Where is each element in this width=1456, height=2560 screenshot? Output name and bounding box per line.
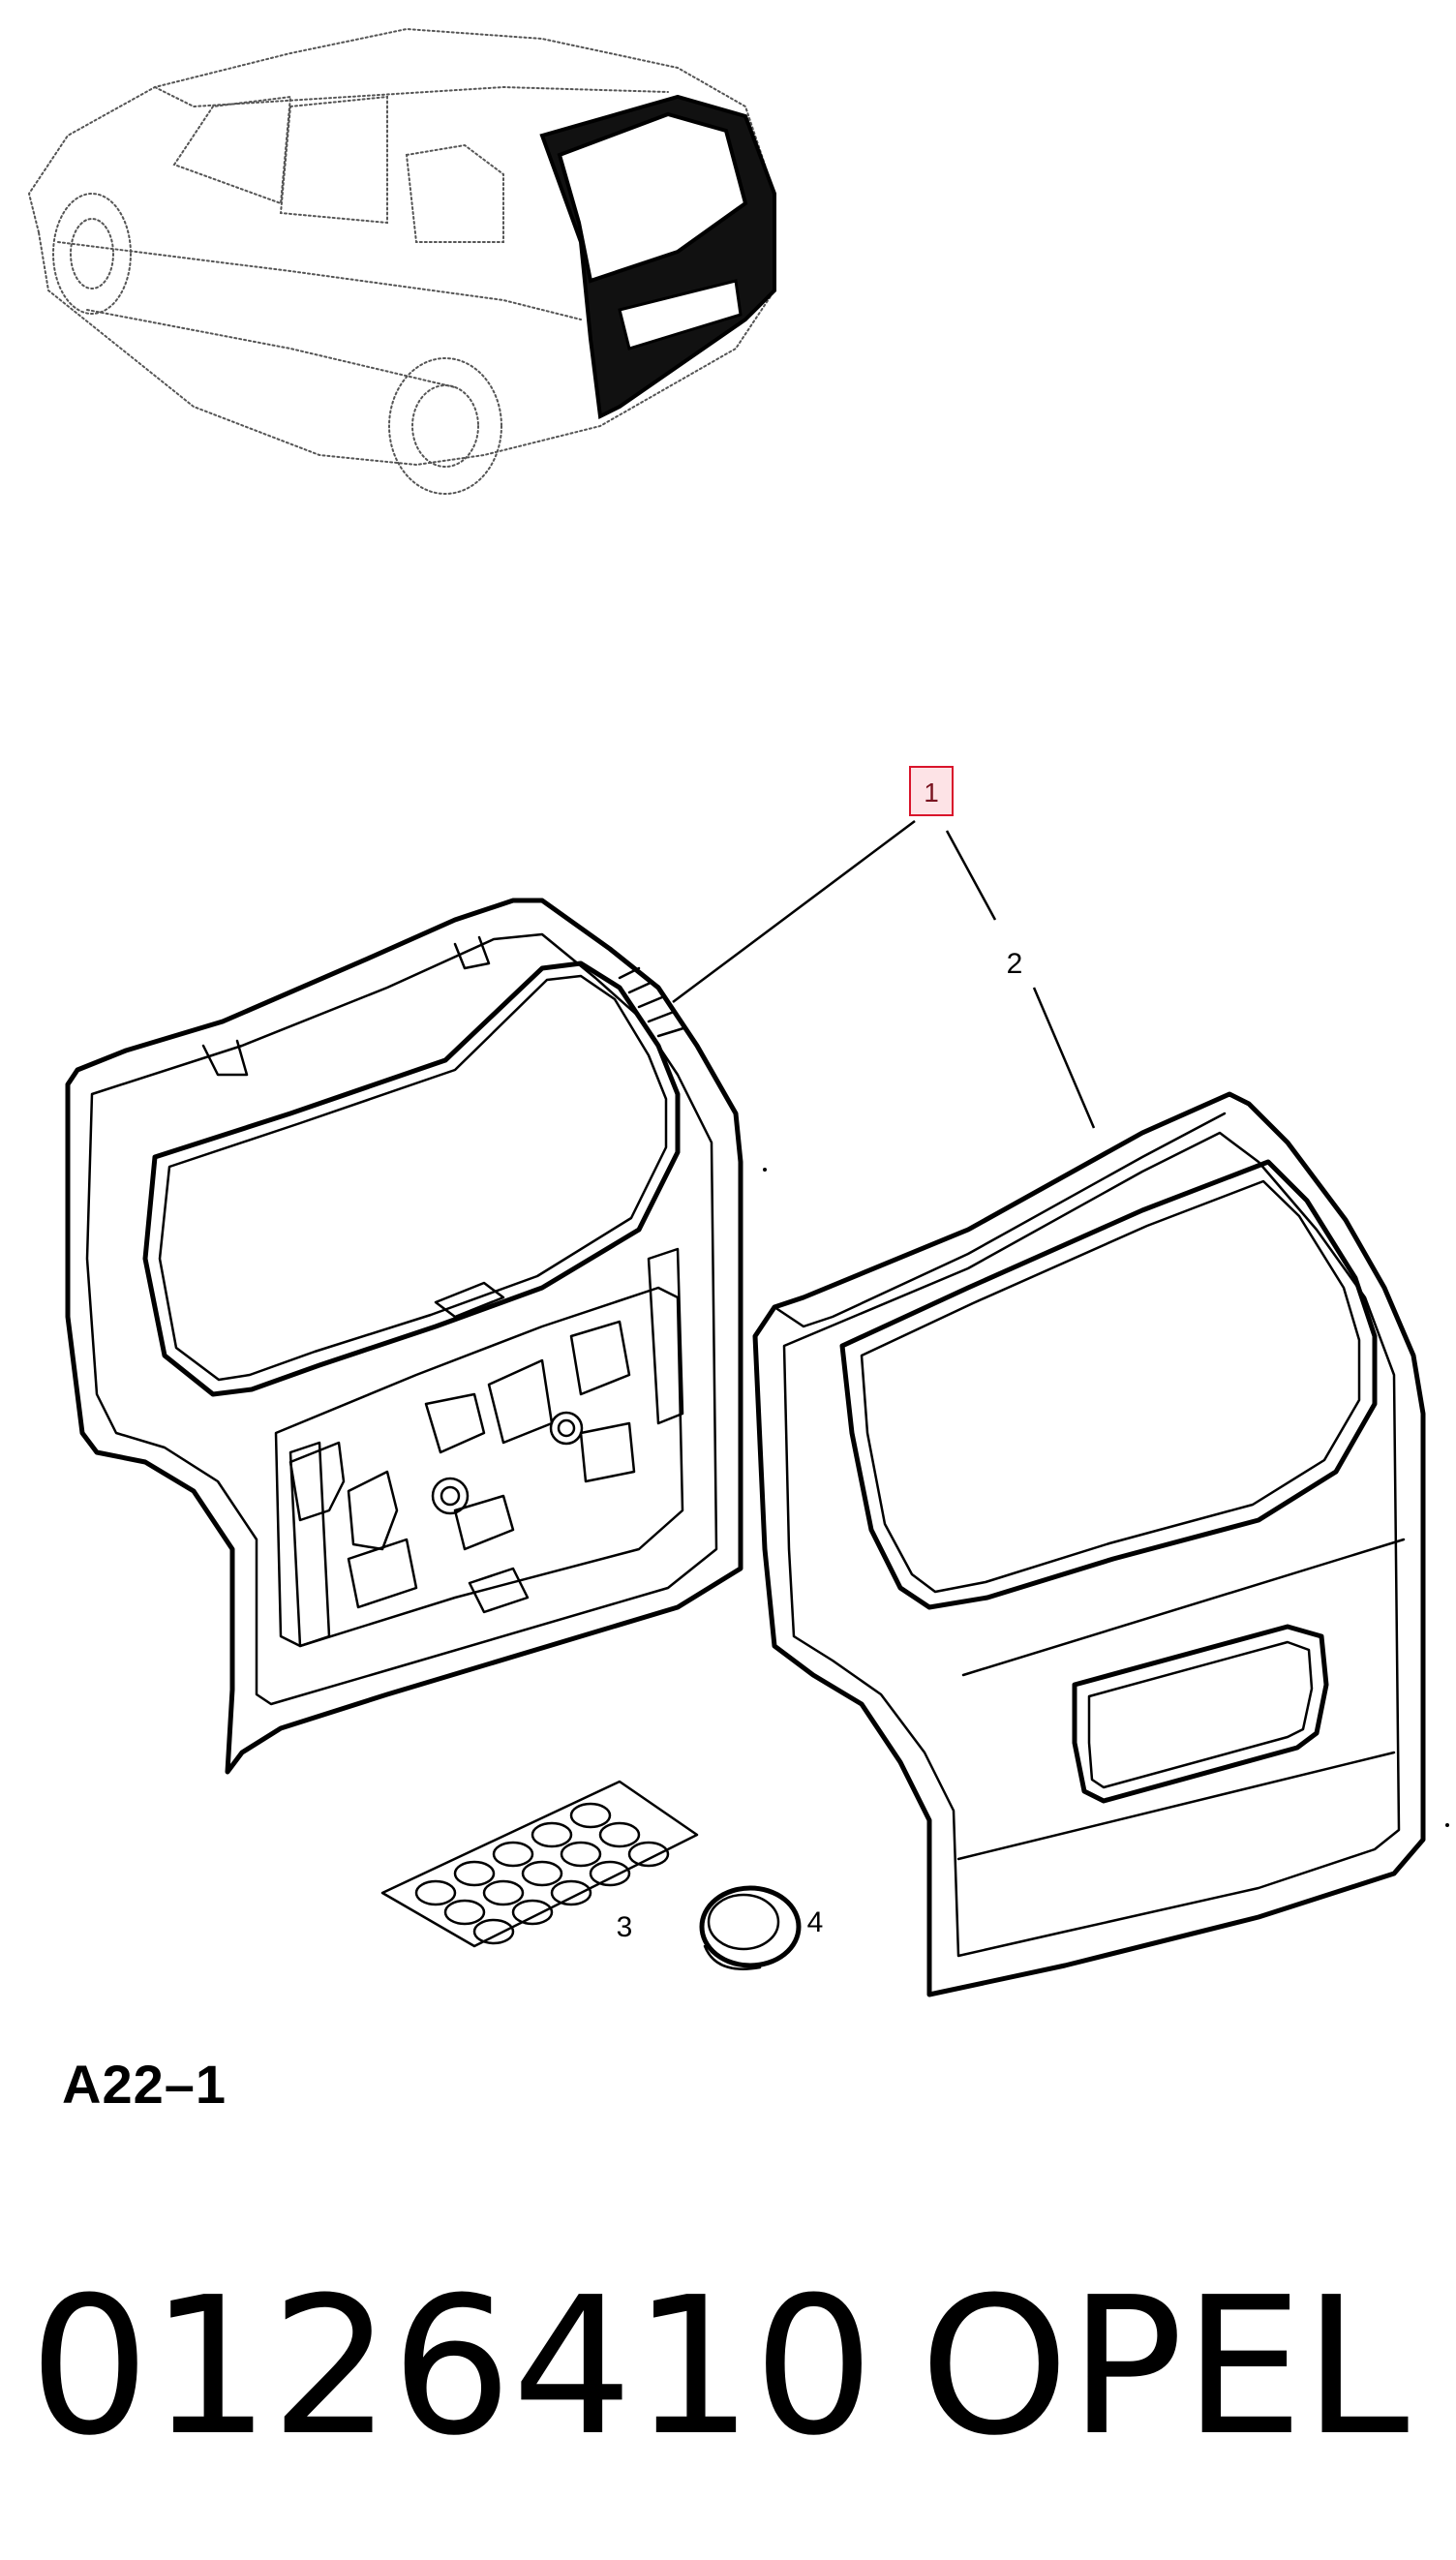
- tailgate-outer-panel: [752, 1091, 1426, 1997]
- part-number: 0126410: [29, 2257, 874, 2478]
- plug-cap: [699, 1885, 802, 1970]
- tailgate-inner-panel: [65, 898, 743, 1775]
- callout-1-label: 1: [924, 777, 939, 808]
- callout-4-label: 4: [807, 1906, 824, 1938]
- leader-lines: [672, 819, 1096, 1129]
- figure-reference: A22–1: [62, 2054, 228, 2115]
- callout-3-label: 3: [617, 1911, 633, 1943]
- callout-1: 1: [909, 766, 954, 816]
- brand-name: OPEL: [920, 2257, 1410, 2478]
- footer-caption: 0126410 OPEL: [29, 2256, 1442, 2479]
- vehicle-overview-sketch: [27, 27, 776, 495]
- adhesive-pad-sheet: [380, 1780, 699, 1948]
- callout-2-label: 2: [1007, 948, 1023, 980]
